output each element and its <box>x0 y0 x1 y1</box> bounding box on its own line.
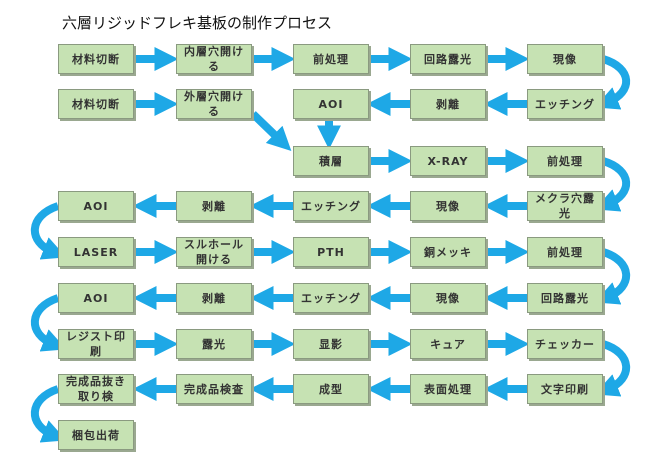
page-title: 六層リジッドフレキ基板の制作プロセス <box>62 14 333 32</box>
process-step: 前処理 <box>293 44 369 74</box>
process-step: 显影 <box>293 329 369 359</box>
process-step: 積層 <box>293 146 369 176</box>
process-step: 回路露光 <box>410 44 486 74</box>
arrow <box>30 294 67 352</box>
arrow <box>250 111 292 151</box>
process-step: 前処理 <box>527 237 603 267</box>
process-step: 梱包出荷 <box>58 420 134 450</box>
process-step: 露光 <box>176 329 252 359</box>
process-step: 材料切断 <box>58 44 134 74</box>
process-step: 剥離 <box>176 283 252 313</box>
process-step: 文字印刷 <box>527 374 603 404</box>
arrow <box>594 248 631 305</box>
arrow <box>30 385 67 443</box>
process-step: 表面処理 <box>410 374 486 404</box>
process-step: 現像 <box>527 44 603 74</box>
process-step: 回路露光 <box>527 283 603 313</box>
process-step: LASER <box>58 237 134 267</box>
process-step: 外層穴開ける <box>176 89 252 119</box>
process-step: 完成品検査 <box>176 374 252 404</box>
process-step: 材料切断 <box>58 89 134 119</box>
process-step: 成型 <box>293 374 369 404</box>
arrow <box>594 55 631 110</box>
arrow <box>594 340 631 397</box>
process-step: スルホール開ける <box>176 237 252 267</box>
process-step: キュア <box>410 329 486 359</box>
process-step: 前処理 <box>527 146 603 176</box>
process-step: メクラ穴露光 <box>527 191 603 221</box>
process-step: AOI <box>293 89 369 119</box>
process-step: 剥離 <box>176 191 252 221</box>
process-step: 銅メッキ <box>410 237 486 267</box>
arrow <box>30 202 67 260</box>
process-step: 完成品抜き取り検 <box>58 374 134 404</box>
process-step: X-RAY <box>410 146 486 176</box>
process-step: エッチング <box>527 89 603 119</box>
process-step: PTH <box>293 237 369 267</box>
process-step: チェッカー <box>527 329 603 359</box>
process-step: 剥離 <box>410 89 486 119</box>
process-step: AOI <box>58 283 134 313</box>
process-step: エッチング <box>293 283 369 313</box>
process-step: エッチング <box>293 191 369 221</box>
process-step: 内層穴開ける <box>176 44 252 74</box>
process-step: AOI <box>58 191 134 221</box>
process-step: 現像 <box>410 283 486 313</box>
process-step: 現像 <box>410 191 486 221</box>
arrow <box>594 157 631 212</box>
process-step: レジスト印刷 <box>58 329 134 359</box>
